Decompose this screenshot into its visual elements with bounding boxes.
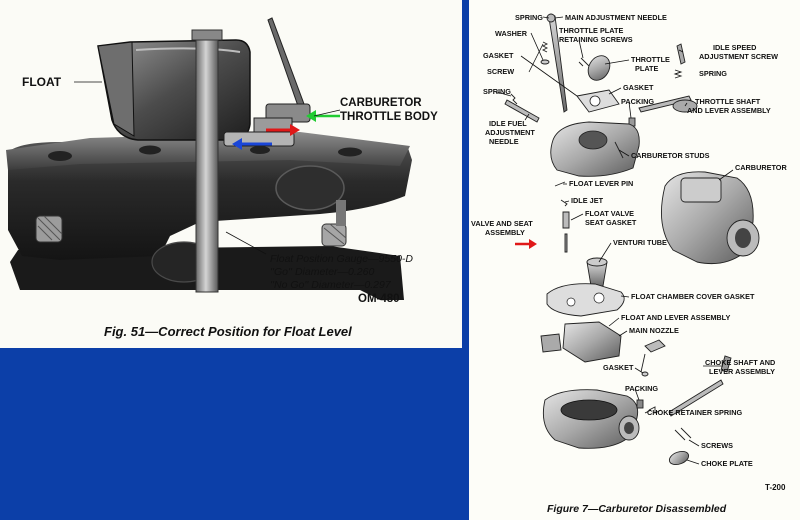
blue-arrow: [232, 138, 272, 150]
label-float-valve-1: FLOAT VALVE: [585, 209, 634, 218]
throttle-body-leader: [313, 109, 341, 117]
label-gasket-mid: GASKET: [623, 83, 654, 92]
label-washer: WASHER: [495, 29, 528, 38]
label-idle-speed-1: IDLE SPEED: [713, 43, 756, 52]
label-idle-speed-2: ADJUSTMENT SCREW: [699, 52, 778, 61]
figure-51-caption: Fig. 51—Correct Position for Float Level: [104, 324, 352, 339]
label-throttle-shaft-2: AND LEVER ASSEMBLY: [687, 106, 771, 115]
label-spring-top: SPRING: [515, 13, 543, 22]
gauge-spec-line2: ''Go'' Diameter—0.260: [270, 266, 374, 278]
gauge-spec-line3: ''No Go'' Diameter—0.297: [270, 279, 392, 291]
label-screw: SCREW: [487, 67, 514, 76]
label-packing-top: PACKING: [621, 97, 654, 106]
carburetor-label: CARBURETOR: [340, 97, 422, 109]
carburetor-exploded-view: SPRING MAIN ADJUSTMENT NEEDLE WASHER THR…: [471, 13, 787, 515]
figure-51-panel: FLOAT CARBURETOR THROTTLE BODY Float Pos…: [0, 0, 462, 348]
label-gasket-top: GASKET: [483, 51, 514, 60]
label-idle-fuel-1: IDLE FUEL: [489, 119, 527, 128]
label-idle-jet: IDLE JET: [571, 196, 604, 205]
diagram-code: T-200: [765, 483, 786, 492]
label-throttle-shaft-1: THROTTLE SHAFT: [695, 97, 761, 106]
label-spring-left: SPRING: [483, 87, 511, 96]
float-label: FLOAT: [22, 75, 62, 89]
red-arrow-valve: [515, 239, 537, 249]
label-throttle-2: PLATE: [635, 64, 659, 73]
photo-code: OM-480: [358, 293, 400, 305]
label-throttle-plate-retaining-1: THROTTLE PLATE: [559, 26, 623, 35]
float-position-gauge: [195, 33, 219, 293]
label-screws: SCREWS: [701, 441, 733, 450]
leader-lines: [496, 16, 734, 465]
label-float-valve-2: SEAT GASKET: [585, 218, 637, 227]
label-main-adjustment-needle: MAIN ADJUSTMENT NEEDLE: [565, 13, 667, 22]
label-throttle-plate-retaining-2: RETAINING SCREWS: [559, 35, 633, 44]
label-throttle-1: THROTTLE: [631, 55, 670, 64]
gauge-leader: [225, 231, 267, 255]
label-gasket-low: GASKET: [603, 363, 634, 372]
label-idle-fuel-3: NEEDLE: [489, 137, 519, 146]
label-spring-right: SPRING: [699, 69, 727, 78]
label-idle-fuel-2: ADJUSTMENT: [485, 128, 535, 137]
red-arrow: [266, 124, 300, 136]
figure-7-panel: SPRING MAIN ADJUSTMENT NEEDLE WASHER THR…: [469, 0, 800, 520]
label-valve-seat-1: VALVE AND SEAT: [471, 219, 533, 228]
label-float-lever-assembly: FLOAT AND LEVER ASSEMBLY: [621, 313, 730, 322]
float-level-photo: FLOAT CARBURETOR THROTTLE BODY Float Pos…: [6, 17, 438, 339]
gauge-spec-line1: Float Position Gauge—9550-D: [270, 253, 413, 265]
label-choke-shaft-1: CHOKE SHAFT AND: [705, 358, 775, 367]
label-main-nozzle: MAIN NOZZLE: [629, 326, 679, 335]
label-venturi-tube: VENTURI TUBE: [613, 238, 667, 247]
label-choke-retainer-spring: CHOKE RETAINER SPRING: [647, 408, 742, 417]
label-choke-plate: CHOKE PLATE: [701, 459, 753, 468]
green-arrow: [306, 110, 340, 122]
figure-7-caption: Figure 7—Carburetor Disassembled: [547, 503, 727, 515]
label-valve-seat-2: ASSEMBLY: [485, 228, 525, 237]
label-carburetor-studs: CARBURETOR STUDS: [631, 151, 710, 160]
throttle-body-label: THROTTLE BODY: [340, 111, 438, 123]
label-carburetor: CARBURETOR: [735, 163, 787, 172]
label-float-lever-pin: FLOAT LEVER PIN: [569, 179, 633, 188]
label-choke-shaft-2: LEVER ASSEMBLY: [709, 367, 775, 376]
label-packing-low: PACKING: [625, 384, 658, 393]
label-float-chamber-cover-gasket: FLOAT CHAMBER COVER GASKET: [631, 292, 755, 301]
